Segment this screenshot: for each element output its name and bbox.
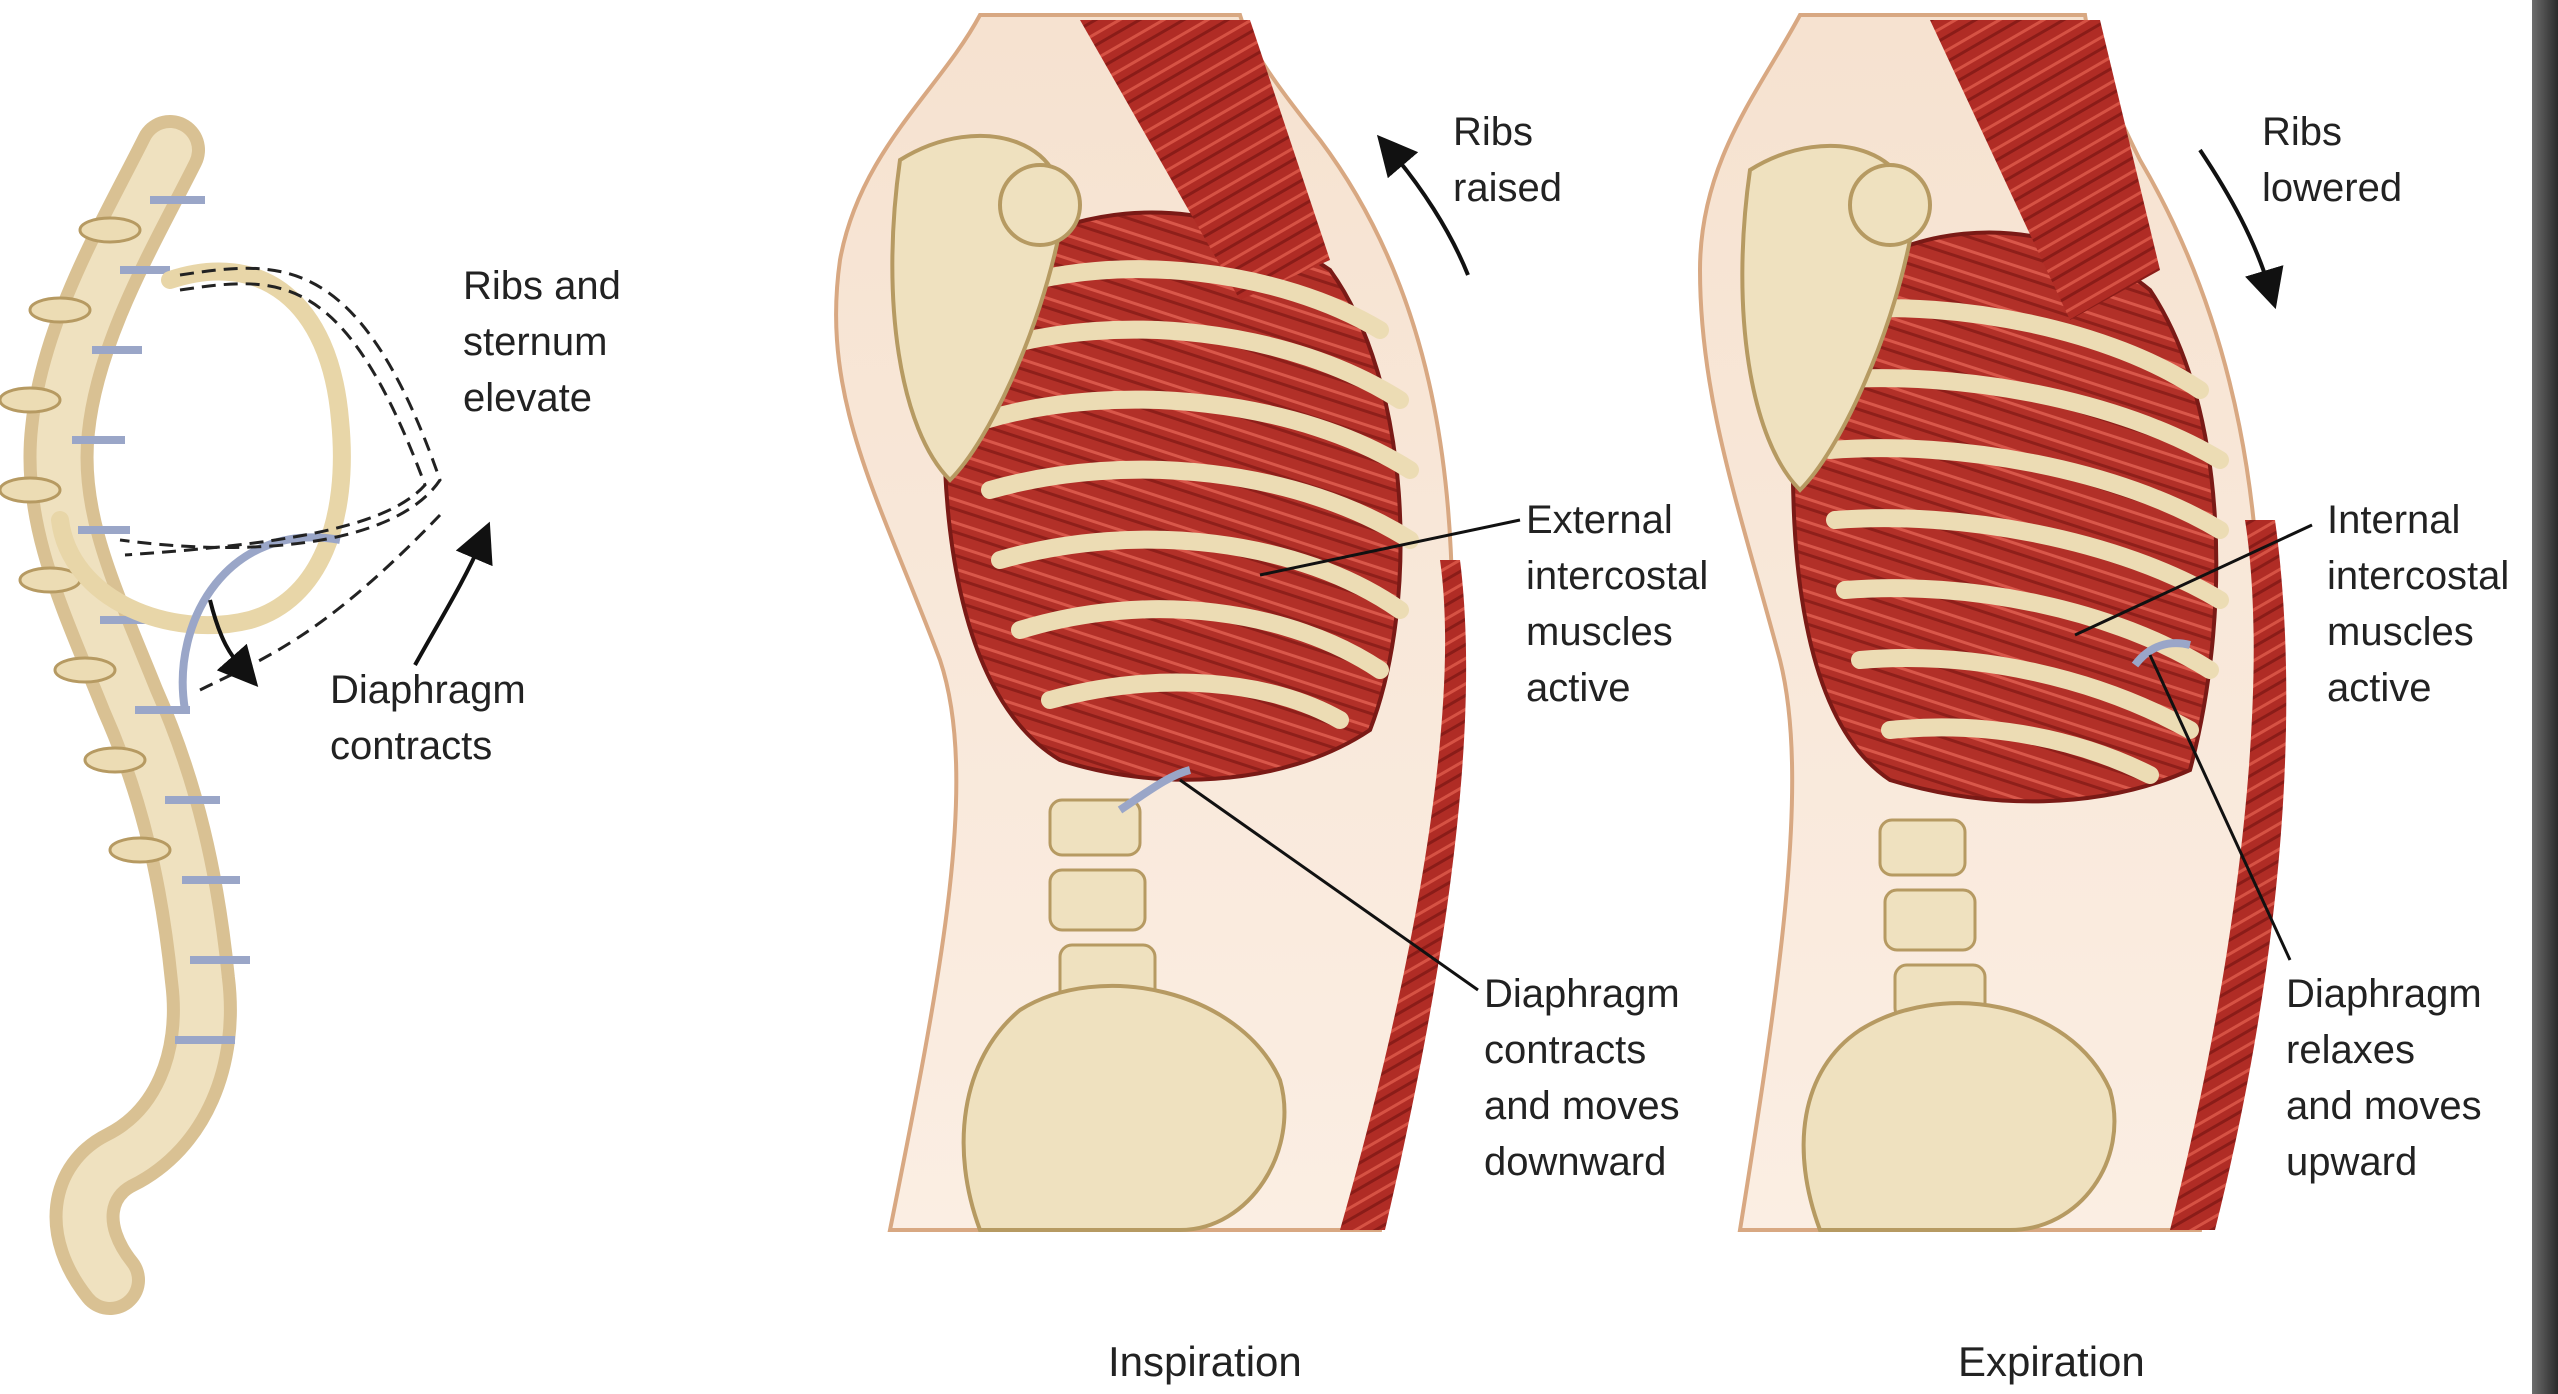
inspiration-humeral-head [1000,165,1080,245]
window-edge-shadow [2532,0,2558,1394]
label-ribs-lowered: Ribs lowered [2262,104,2402,216]
inspiration-lumbar-spine [1050,800,1155,1005]
label-diaphragm-moves-upward: Diaphragm relaxes and moves upward [2286,966,2482,1190]
label-ribs-and-sternum-elevate: Ribs and sternum elevate [463,258,621,426]
label-external-intercostal: External intercostal muscles active [1526,492,1708,716]
expiration-torso [1700,15,2312,1230]
label-internal-intercostal: Internal intercostal muscles active [2327,492,2509,716]
expiration-humeral-head [1850,165,1930,245]
label-diaphragm-moves-downward: Diaphragm contracts and moves downward [1484,966,1680,1190]
ribs-lowered-arrow [2200,150,2270,290]
label-diaphragm-contracts: Diaphragm contracts [330,662,526,774]
caption-inspiration: Inspiration [1108,1338,1302,1386]
diaphragm-arrow [210,600,245,672]
label-ribs-raised: Ribs raised [1453,104,1562,216]
expiration-pelvis [1804,1003,2115,1230]
rib-elevation-arrow [415,540,482,665]
caption-expiration: Expiration [1958,1338,2145,1386]
inspiration-torso [836,15,1520,1230]
